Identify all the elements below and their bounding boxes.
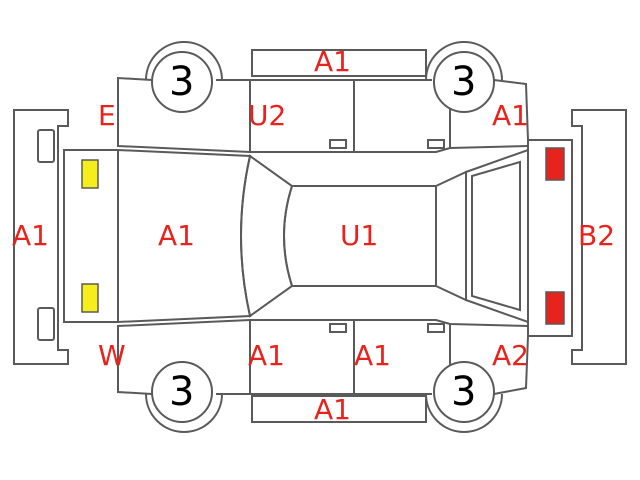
wheel-arch-front-bottom bbox=[145, 393, 223, 433]
body-side-top-lower bbox=[117, 112, 529, 153]
label-front-bumper: A1 bbox=[12, 219, 49, 252]
wheel-arch-rear-top bbox=[425, 41, 503, 81]
rear-bumper bbox=[571, 109, 627, 365]
rear-deck bbox=[465, 148, 529, 324]
wheel-rear-bottom-number: 3 bbox=[451, 369, 477, 415]
body-side-bottom-upper bbox=[117, 319, 529, 364]
label-front-door-top: U2 bbox=[248, 99, 287, 132]
wheel-rear-top bbox=[433, 51, 495, 113]
label-roof: U1 bbox=[340, 219, 379, 252]
label-hood: A1 bbox=[158, 219, 195, 252]
front-bumper-lamp-bottom bbox=[37, 307, 55, 341]
wheel-front-bottom-number: 3 bbox=[169, 369, 195, 415]
wheel-rear-bottom bbox=[433, 361, 495, 423]
label-front-fender-top: E bbox=[98, 99, 116, 132]
rear-deck-inner bbox=[471, 160, 521, 312]
label-roof-strip-top: A1 bbox=[314, 45, 351, 78]
roof-strip-top bbox=[251, 49, 427, 77]
rear-lamp-top bbox=[545, 147, 565, 181]
wheel-rear-top-number: 3 bbox=[451, 59, 477, 105]
label-front-fender-bottom: W bbox=[98, 339, 126, 372]
label-rear-door-bottom: A1 bbox=[354, 339, 391, 372]
body-side-top bbox=[117, 76, 529, 141]
rear-window bbox=[435, 170, 467, 302]
rear-lamp-bottom bbox=[545, 291, 565, 325]
wheel-front-bottom bbox=[151, 361, 213, 423]
label-rear-quarter-bottom: A2 bbox=[492, 339, 529, 372]
front-bumper-lamp-top bbox=[37, 129, 55, 163]
top-door-handle-rear bbox=[427, 139, 445, 149]
bottom-door-handle-front bbox=[329, 323, 347, 333]
front-lamp-top bbox=[81, 159, 99, 189]
bottom-door-handle-rear bbox=[427, 323, 445, 333]
label-roof-strip-bottom: A1 bbox=[314, 393, 351, 426]
label-rear-quarter-top: A1 bbox=[492, 99, 529, 132]
label-front-door-bottom: A1 bbox=[248, 339, 285, 372]
wheel-front-top-number: 3 bbox=[169, 59, 195, 105]
front-lamp-bottom bbox=[81, 283, 99, 313]
wheel-arch-rear-bottom bbox=[425, 393, 503, 433]
wheel-arch-front-top bbox=[145, 41, 223, 81]
top-door-handle-front bbox=[329, 139, 347, 149]
roof-strip-bottom bbox=[251, 395, 427, 423]
label-rear-bumper: B2 bbox=[578, 219, 616, 252]
roof bbox=[283, 185, 437, 287]
body-side-bottom bbox=[117, 335, 529, 395]
wheel-front-top bbox=[151, 51, 213, 113]
front-bumper bbox=[13, 109, 69, 365]
